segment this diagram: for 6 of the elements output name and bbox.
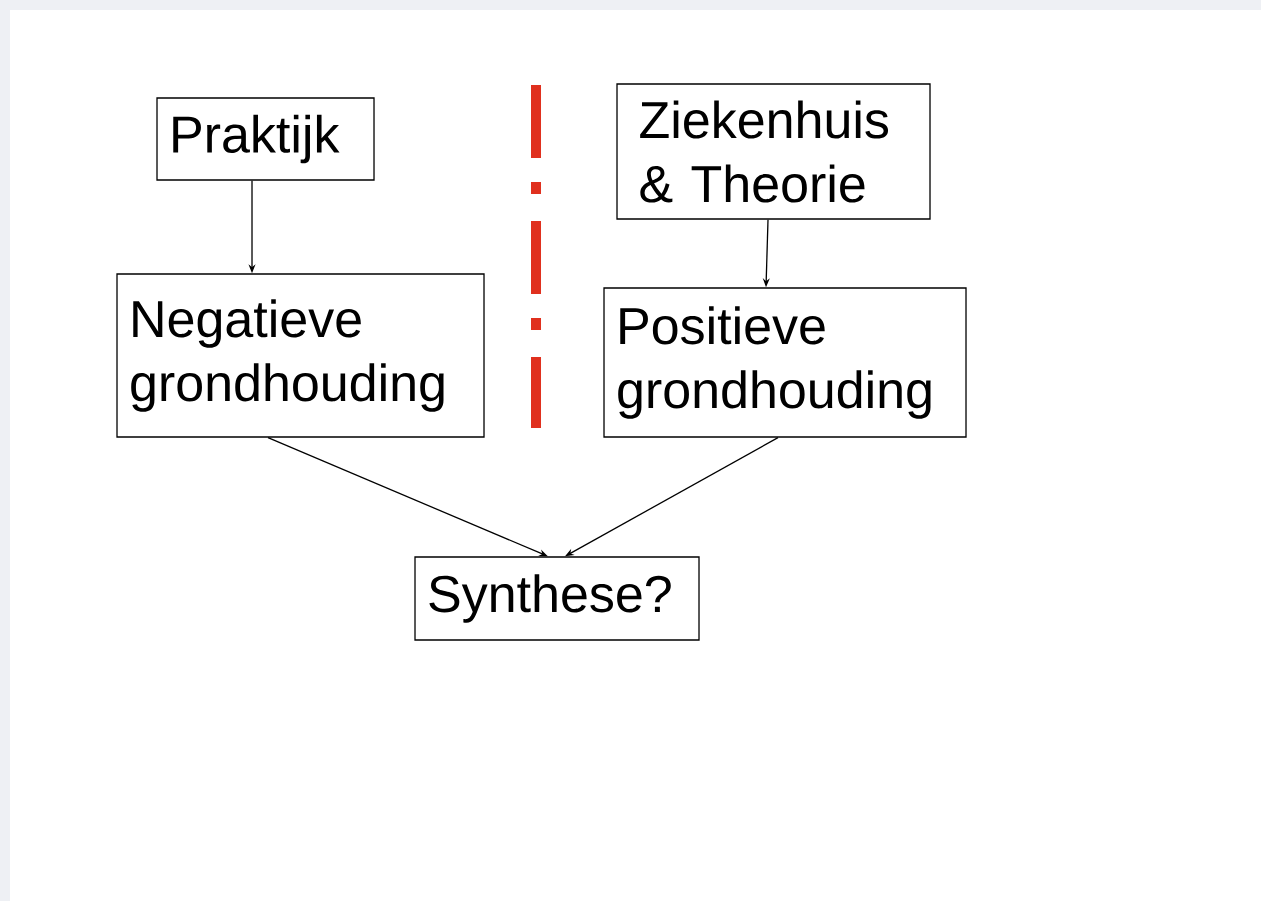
text-box: Positieve grondhouding: [603, 287, 967, 438]
arrow: [565, 437, 779, 557]
text-box: Praktijk: [156, 97, 375, 181]
text-box: Synthese?: [414, 556, 700, 641]
text-box: Ziekenhuis & Theorie: [616, 83, 931, 220]
text-box: Negatieve grondhouding: [116, 273, 485, 438]
